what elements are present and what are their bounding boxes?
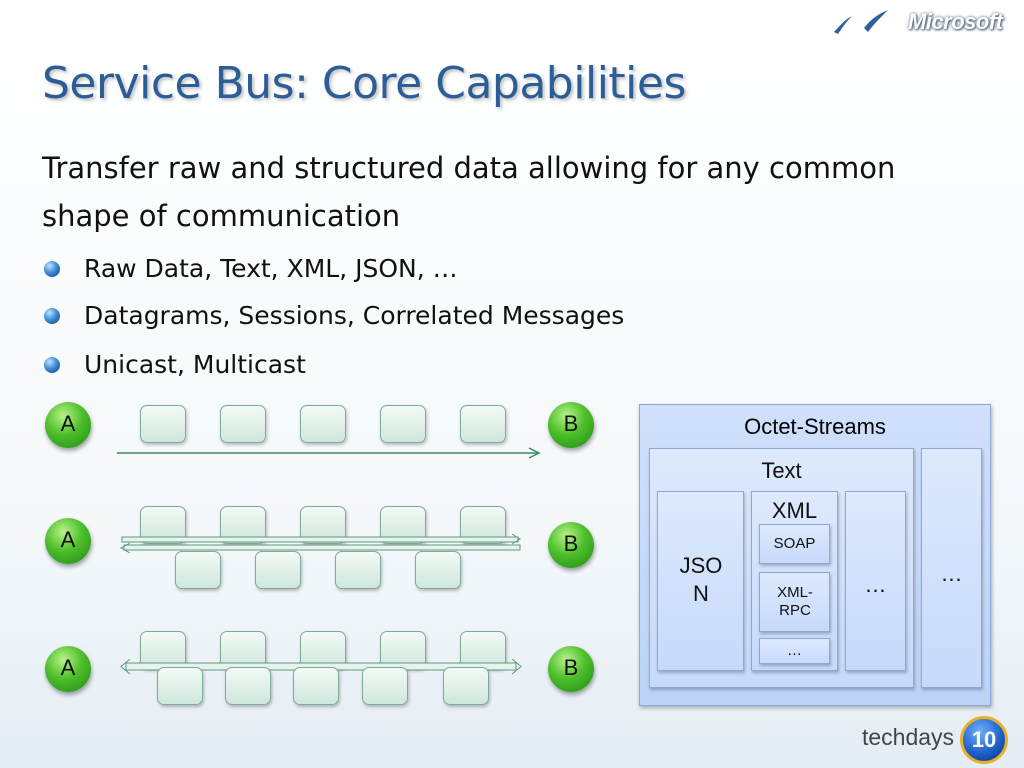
- xml-label: XML: [771, 498, 818, 523]
- json-box: JSON: [657, 491, 744, 671]
- json-label: JSON: [679, 553, 723, 606]
- endpoint-a: A: [45, 518, 91, 564]
- endpoint-b: B: [548, 522, 594, 568]
- text-more-box: …: [845, 491, 906, 671]
- bullet-text: Datagrams, Sessions, Correlated Messages: [84, 301, 625, 330]
- xml-box: XML SOAP XML-RPC …: [751, 491, 838, 671]
- outer-more-box: …: [921, 448, 982, 688]
- text-label: Text: [761, 458, 802, 483]
- endpoint-a: A: [45, 402, 91, 448]
- xmlrpc-box: XML-RPC: [759, 572, 830, 632]
- endpoint-a: A: [45, 646, 91, 692]
- message-packet: [362, 667, 408, 705]
- slide-title: Service Bus: Core Capabilities: [42, 58, 686, 109]
- bullet-icon: [44, 261, 60, 277]
- soap-box: SOAP: [759, 524, 830, 564]
- bullet-icon: [44, 308, 60, 324]
- techdays-10-badge: 10: [960, 716, 1008, 764]
- bidirectional-arrow: [119, 533, 521, 554]
- bullet-icon: [44, 357, 60, 373]
- flow-arrow: [117, 447, 541, 459]
- message-packet: [225, 667, 271, 705]
- message-packet: [335, 551, 381, 589]
- microsoft-wing-icon: [834, 10, 888, 34]
- message-packet: [157, 667, 203, 705]
- message-packet: [293, 667, 339, 705]
- microsoft-logo: Microsoft: [908, 9, 1003, 34]
- message-packet: [255, 551, 301, 589]
- text-box: Text JSON XML SOAP XML-RPC … …: [649, 448, 914, 688]
- bullet-text: Unicast, Multicast: [84, 350, 306, 379]
- endpoint-b: B: [548, 646, 594, 692]
- message-packet: [175, 551, 221, 589]
- techdays-logo: techdays: [862, 724, 955, 750]
- xmlrpc-label: XML-RPC: [777, 584, 813, 619]
- outer-more-label: …: [940, 561, 963, 586]
- endpoint-b: B: [548, 402, 594, 448]
- formats-panel: Octet-Streams Text JSON XML SOAP XML-RPC…: [639, 404, 991, 706]
- xml-more-box: …: [759, 638, 830, 664]
- message-packet: [220, 405, 266, 443]
- text-more-label: …: [864, 572, 887, 597]
- message-packet: [140, 405, 186, 443]
- message-packet: [300, 405, 346, 443]
- message-packet: [380, 405, 426, 443]
- bullet-text: Raw Data, Text, XML, JSON, …: [84, 254, 458, 283]
- intro-text: Transfer raw and structured data allowin…: [42, 151, 896, 233]
- message-packet: [460, 405, 506, 443]
- message-packet: [415, 551, 461, 589]
- octet-streams-label: Octet-Streams: [744, 414, 886, 439]
- message-packet: [443, 667, 489, 705]
